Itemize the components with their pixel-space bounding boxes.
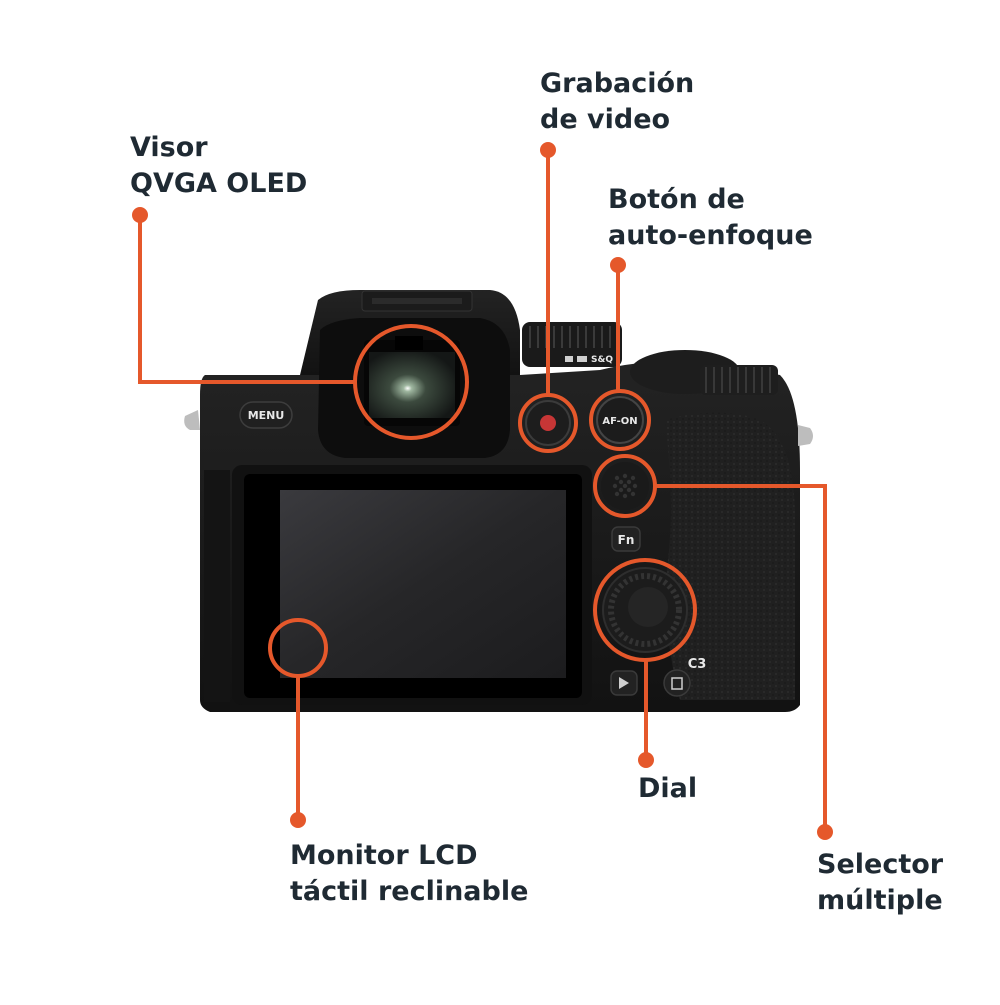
label-grabacion-line1: Grabación xyxy=(540,68,695,99)
label-monitor-line1: Monitor LCD xyxy=(290,840,478,871)
af-on-dot xyxy=(610,257,626,273)
camera-body xyxy=(184,290,813,712)
callout-dots xyxy=(132,142,833,840)
fn-marking: Fn xyxy=(618,533,635,547)
c3-marking: C3 xyxy=(688,657,707,672)
label-grabacion: Grabación de video xyxy=(540,66,694,138)
label-monitor-line2: táctil reclinable xyxy=(290,876,529,907)
menu-marking: MENU xyxy=(248,409,285,422)
label-dial: Dial xyxy=(638,771,697,807)
callouts xyxy=(138,150,827,832)
record-dot xyxy=(540,142,556,158)
af-on-marking: AF-ON xyxy=(602,416,637,427)
label-af: Botón de auto-enfoque xyxy=(608,182,813,254)
label-selector-line2: múltiple xyxy=(817,885,943,916)
label-dial-line1: Dial xyxy=(638,773,698,804)
joystick-leader-line xyxy=(655,484,827,832)
selector-dot xyxy=(817,824,833,840)
label-grabacion-line2: de video xyxy=(540,104,671,135)
label-visor: Visor QVGA OLED xyxy=(130,130,307,202)
visor-dot xyxy=(132,207,148,223)
label-selector: Selector múltiple xyxy=(817,847,943,919)
label-selector-line1: Selector xyxy=(817,849,944,880)
mode-marking: S&Q xyxy=(591,355,613,365)
label-af-line1: Botón de xyxy=(608,184,745,215)
label-af-line2: auto-enfoque xyxy=(608,220,813,251)
label-visor-line1: Visor xyxy=(130,132,208,163)
monitor-dot xyxy=(290,812,306,828)
visor-leader-line xyxy=(138,215,355,384)
dial-dot xyxy=(638,752,654,768)
label-monitor: Monitor LCD táctil reclinable xyxy=(290,838,528,910)
label-visor-line2: QVGA OLED xyxy=(130,168,308,199)
